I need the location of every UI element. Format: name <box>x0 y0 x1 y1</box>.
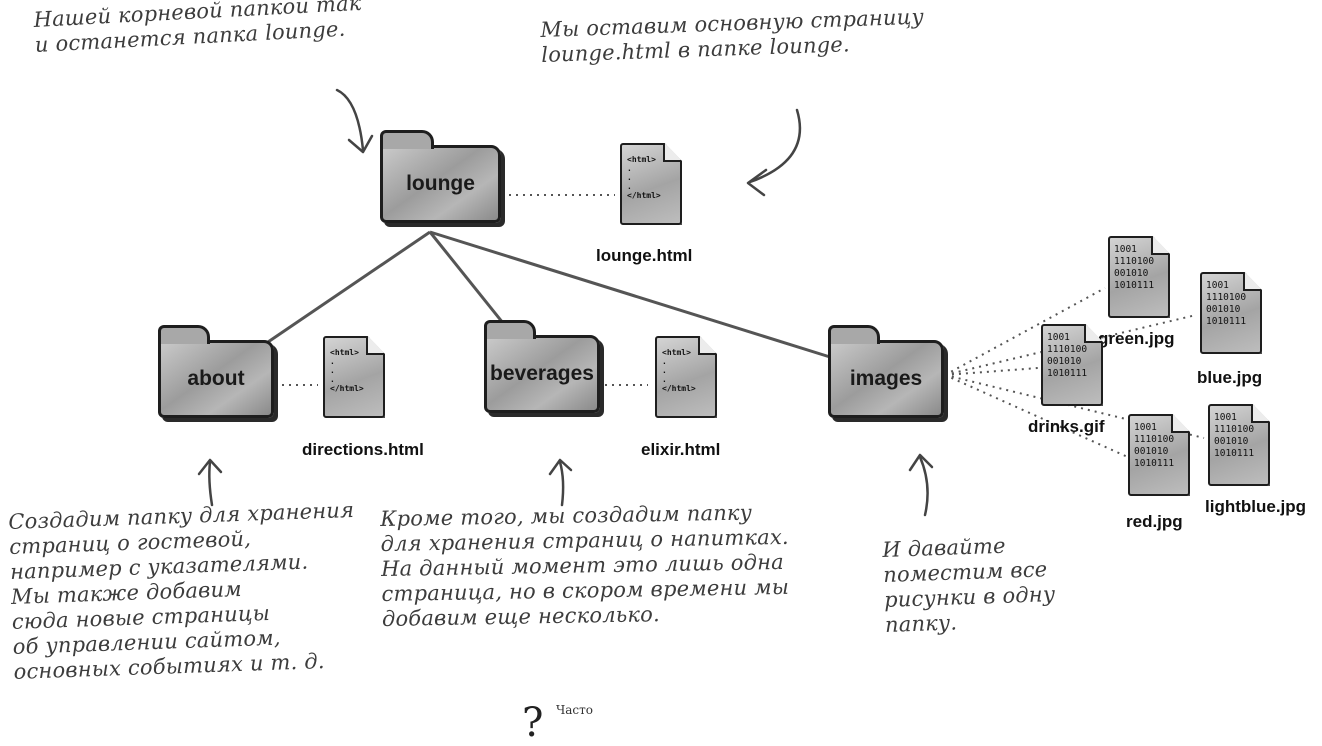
arrow-to-lounge-icon <box>335 88 365 152</box>
directions-html-file-icon: <html> . . . </html> <box>323 336 385 418</box>
elixir-html-file-icon: <html> . . . </html> <box>655 336 717 418</box>
blue-jpg-file-icon: 1001 1110100 001010 1010111 <box>1200 272 1262 354</box>
images-green-link <box>944 287 1106 376</box>
directions-html-label: directions.html <box>302 440 424 459</box>
arrow-to-images-icon <box>918 455 929 517</box>
images-folder-label: images <box>849 367 923 390</box>
lounge-html-file-icon: <html> . . . </html> <box>620 143 682 225</box>
lounge-about-line <box>267 230 431 344</box>
lounge-html-label: lounge.html <box>596 246 693 265</box>
red-jpg-file-icon: 1001 1110100 001010 1010111 <box>1128 414 1190 496</box>
green-jpg-file-icon: 1001 1110100 001010 1010111 <box>1108 236 1170 318</box>
images-red-link <box>944 374 1131 459</box>
blue-jpg-label: blue.jpg <box>1197 368 1263 387</box>
about-folder-icon: about <box>158 325 274 418</box>
about-folder-note: Создадим папку для хранения страниц о го… <box>8 497 355 684</box>
question-mark-icon: ? <box>522 700 544 746</box>
beverages-folder-note: Кроме того, мы создадим папку для хранен… <box>380 500 790 631</box>
lounge-folder-label: lounge <box>406 172 475 195</box>
red-jpg-label: red.jpg <box>1126 512 1183 531</box>
images-folder-note: И давайте поместим все рисунки в одну па… <box>882 533 1056 637</box>
green-jpg-label: green.jpg <box>1098 329 1175 348</box>
arrow-to-about-icon <box>208 460 214 507</box>
images-blue-link <box>944 314 1197 376</box>
lounge-folder-icon: lounge <box>380 130 501 223</box>
beverages-folder-label: beverages <box>490 362 594 385</box>
arrow-to-beverages-icon <box>558 460 565 507</box>
about-folder-label: about <box>187 367 245 390</box>
drinks-gif-file-icon: 1001 1110100 001010 1010111 <box>1041 324 1103 406</box>
drinks-gif-label: drinks.gif <box>1028 417 1105 436</box>
beverages-folder-icon: beverages <box>484 320 600 413</box>
often-caption: Часто <box>556 703 594 717</box>
lightblue-jpg-label: lightblue.jpg <box>1205 497 1307 516</box>
elixir-html-label: elixir.html <box>641 440 721 459</box>
images-lightblue-link <box>944 374 1205 439</box>
lounge-images-line <box>429 230 831 359</box>
arrow-to-lounge-html-icon <box>748 108 802 184</box>
images-folder-icon: images <box>828 325 944 418</box>
lightblue-jpg-file-icon: 1001 1110100 001010 1010111 <box>1208 404 1270 486</box>
images-drinks-link <box>944 367 1039 376</box>
